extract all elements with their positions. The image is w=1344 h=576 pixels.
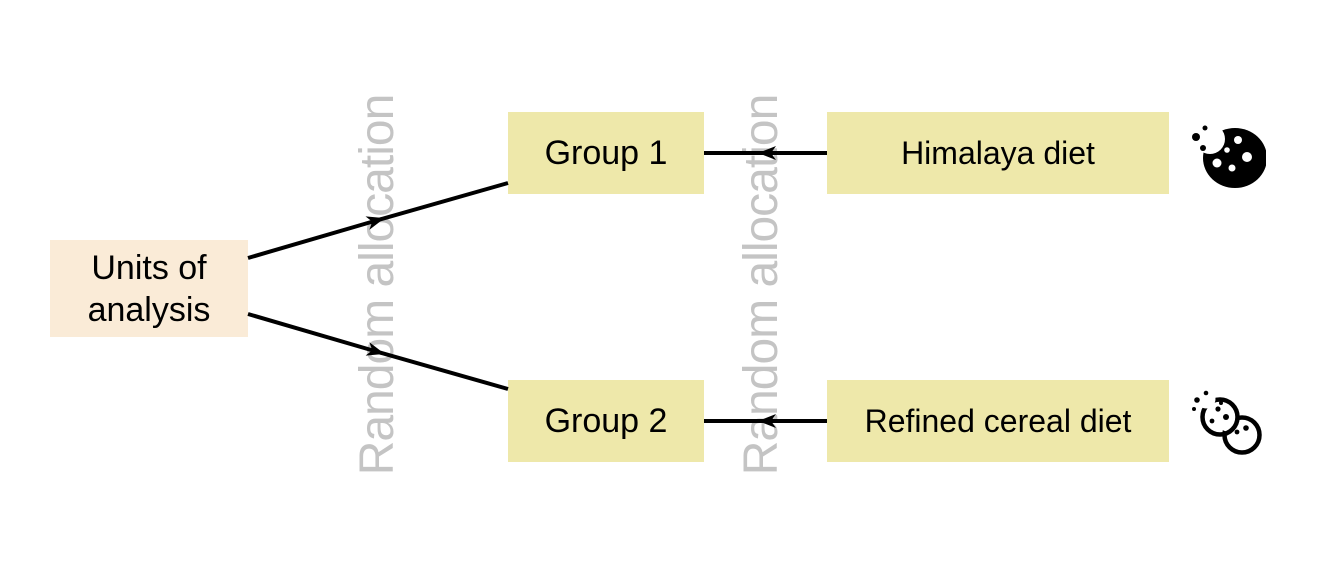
cookie-bite-icon bbox=[1192, 124, 1266, 188]
group2-label: Group 2 bbox=[544, 401, 668, 440]
refined-cereal-diet-label: Refined cereal diet bbox=[864, 402, 1132, 439]
group1-node: Group 1 bbox=[508, 112, 704, 194]
himalaya-diet-node: Himalaya diet bbox=[827, 112, 1169, 194]
units-label-line2: analysis bbox=[87, 290, 211, 329]
refined-cereal-diet-node: Refined cereal diet bbox=[827, 380, 1169, 462]
units-of-analysis-node: Units of analysis bbox=[50, 240, 248, 337]
random-allocation-label-right: Random allocation bbox=[735, 94, 788, 476]
group1-label: Group 1 bbox=[544, 133, 668, 172]
himalaya-diet-label: Himalaya diet bbox=[901, 134, 1095, 171]
units-label-line1: Units of bbox=[91, 248, 207, 287]
group2-node: Group 2 bbox=[508, 380, 704, 462]
cookies-icon bbox=[1192, 389, 1262, 455]
random-allocation-label-left: Random allocation bbox=[351, 94, 404, 476]
